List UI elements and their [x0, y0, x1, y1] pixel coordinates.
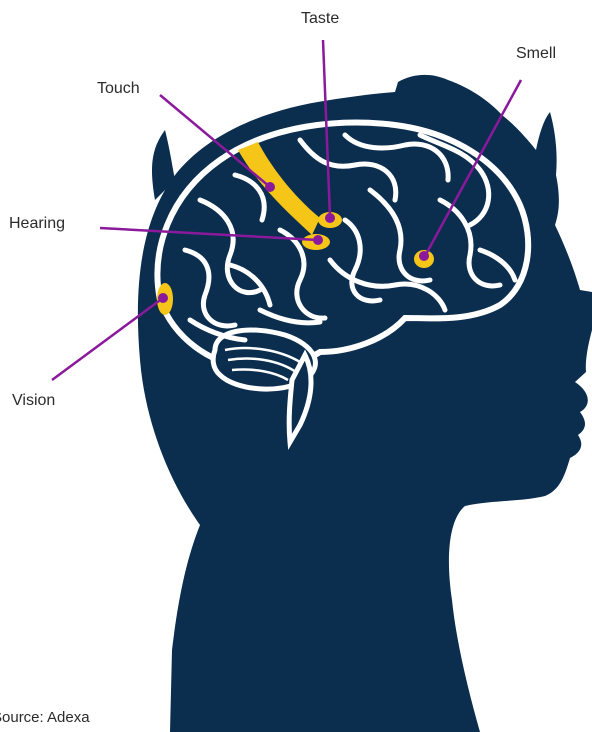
hearing-dot [313, 235, 323, 245]
touch-dot [265, 182, 275, 192]
taste-dot [325, 213, 335, 223]
source-caption: Source: Adexa [0, 709, 90, 726]
vision-label: Vision [12, 393, 55, 409]
hearing-label: Hearing [9, 216, 65, 232]
touch-label: Touch [97, 81, 140, 97]
smell-dot [419, 251, 429, 261]
smell-label: Smell [516, 46, 556, 62]
vision-dot [158, 293, 168, 303]
taste-label: Taste [301, 11, 339, 27]
